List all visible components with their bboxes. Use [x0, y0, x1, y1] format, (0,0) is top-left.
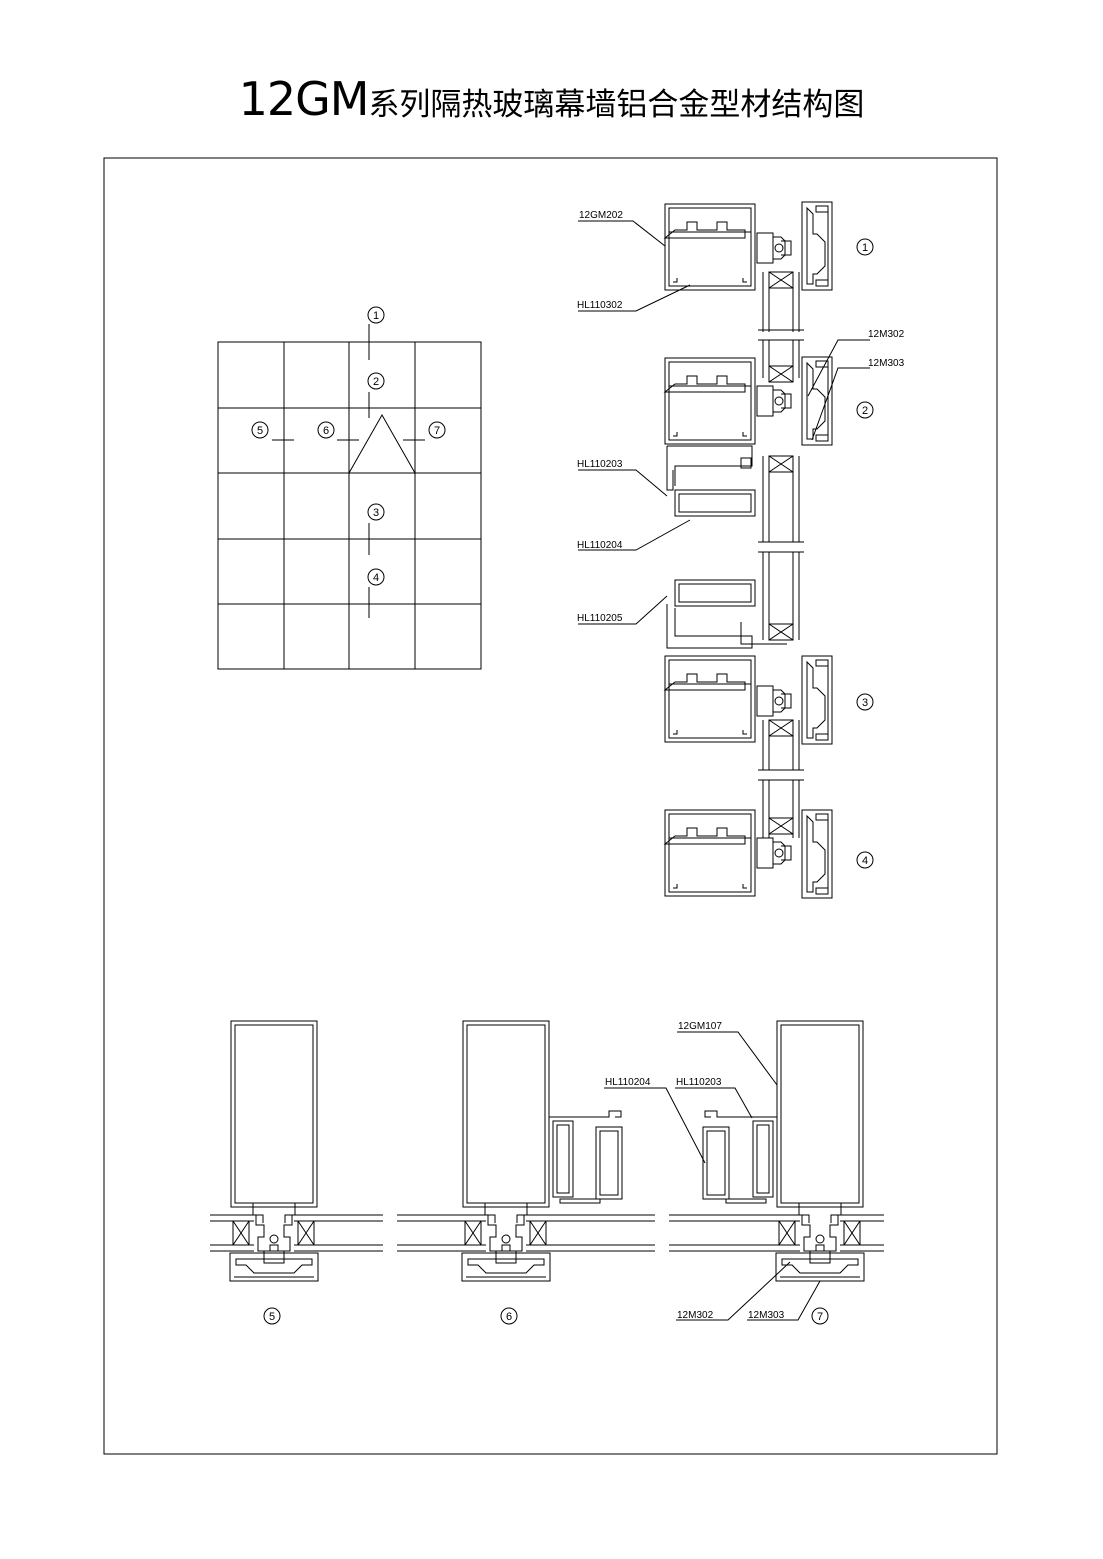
marker-elev-2: 2 [367, 372, 385, 390]
svg-text:12GM202: 12GM202 [579, 210, 623, 221]
svg-text:4: 4 [862, 855, 868, 867]
vertical-section-detail [664, 201, 833, 899]
profile-label-12M303: 12M303 [868, 358, 905, 369]
marker-elev-7: 7 [428, 421, 446, 439]
svg-text:HL110205: HL110205 [577, 613, 623, 624]
leader-lines-vertical [578, 220, 870, 625]
marker-elev-6: 6 [317, 421, 335, 439]
svg-text:12GM107: 12GM107 [678, 1021, 722, 1032]
profile-label-HL110204: HL110204 [577, 540, 623, 551]
marker-section-3: 3 [856, 693, 874, 711]
svg-text:1: 1 [862, 242, 868, 254]
drawing-title: 12GM系列隔热玻璃幕墙铝合金型材结构图 [0, 72, 1103, 126]
profile-label-12GM107: 12GM107 [678, 1021, 722, 1032]
profile-label-h-12M303: 12M303 [748, 1310, 785, 1321]
profile-label-HL110203: HL110203 [577, 459, 623, 470]
marker-elev-1: 1 [367, 306, 385, 324]
marker-elev-5: 5 [251, 421, 269, 439]
marker-section-4: 4 [856, 851, 874, 869]
sheet-border [103, 157, 998, 1455]
svg-text:3: 3 [862, 697, 868, 709]
svg-text:2: 2 [862, 405, 868, 417]
svg-text:3: 3 [373, 507, 379, 519]
marker-section-7: 7 [811, 1307, 829, 1325]
marker-section-5: 5 [263, 1307, 281, 1325]
svg-text:12M302: 12M302 [868, 329, 905, 340]
svg-text:5: 5 [269, 1311, 275, 1323]
svg-text:HL110203: HL110203 [676, 1077, 722, 1088]
svg-text:12M302: 12M302 [677, 1310, 714, 1321]
title-text: 系列隔热玻璃幕墙铝合金型材结构图 [368, 87, 865, 123]
title-series-code: 12GM [238, 72, 370, 126]
profile-label-HL110205: HL110205 [577, 613, 623, 624]
svg-text:4: 4 [373, 572, 379, 584]
svg-text:12M303: 12M303 [748, 1310, 785, 1321]
svg-text:6: 6 [506, 1311, 512, 1323]
profile-label-h-HL110203: HL110203 [676, 1077, 722, 1088]
profile-label-h-HL110204: HL110204 [605, 1077, 651, 1088]
elevation-grid [217, 324, 482, 670]
leader-lines-horizontal [604, 1031, 821, 1321]
horizontal-section-6 [397, 1020, 655, 1282]
marker-elev-4: 4 [367, 568, 385, 586]
svg-text:7: 7 [817, 1311, 823, 1323]
svg-text:12M303: 12M303 [868, 358, 905, 369]
marker-section-6: 6 [500, 1307, 518, 1325]
svg-text:6: 6 [323, 425, 329, 437]
svg-text:5: 5 [257, 425, 263, 437]
profile-label-HL110302: HL110302 [577, 300, 623, 311]
profile-label-h-12M302: 12M302 [677, 1310, 714, 1321]
marker-section-2: 2 [856, 401, 874, 419]
svg-text:HL110302: HL110302 [577, 300, 623, 311]
svg-text:HL110204: HL110204 [577, 540, 623, 551]
svg-text:2: 2 [373, 376, 379, 388]
svg-text:HL110203: HL110203 [577, 459, 623, 470]
horizontal-section-5 [210, 1020, 383, 1282]
horizontal-section-7 [669, 1020, 884, 1282]
marker-elev-3: 3 [367, 503, 385, 521]
marker-section-1: 1 [856, 238, 874, 256]
profile-label-12M302: 12M302 [868, 329, 905, 340]
svg-text:HL110204: HL110204 [605, 1077, 651, 1088]
svg-text:1: 1 [373, 310, 379, 322]
svg-text:7: 7 [434, 425, 440, 437]
profile-label-12GM202: 12GM202 [579, 210, 623, 221]
